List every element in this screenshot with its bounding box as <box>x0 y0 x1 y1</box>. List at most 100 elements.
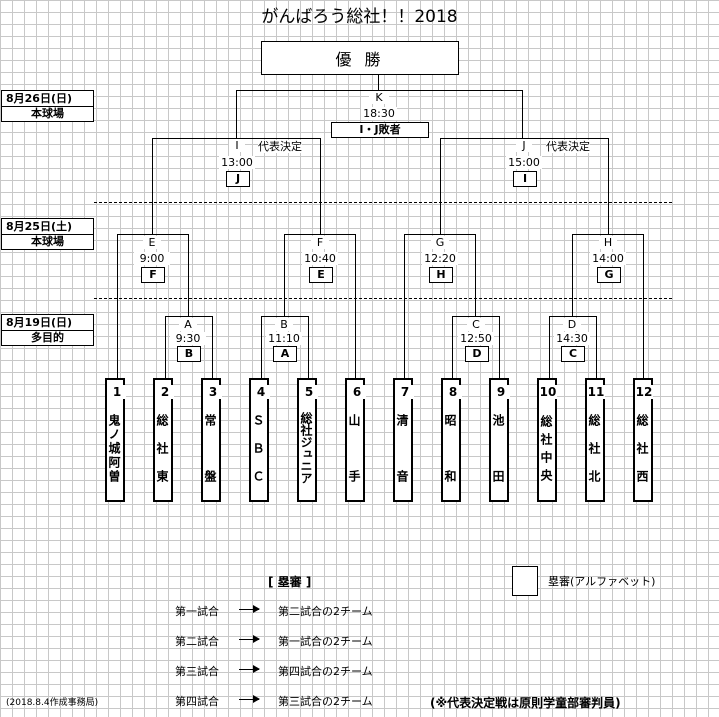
arrow-icon <box>239 635 260 643</box>
bracket-line <box>608 138 609 234</box>
rule-row: 第二試合 第一試合の2チーム <box>175 633 435 648</box>
bracket-line <box>404 234 405 378</box>
game-d-time: 14:30 <box>554 332 590 345</box>
bracket-line <box>212 316 213 378</box>
bracket-line <box>549 316 597 317</box>
rule-to: 第一試合の2チーム <box>278 635 373 648</box>
rule-row: 第三試合 第四試合の2チーム <box>175 663 435 678</box>
bracket-line <box>572 234 644 235</box>
bracket-line <box>355 234 356 378</box>
team-number: 6 <box>348 385 366 399</box>
game-e-id: E <box>143 236 161 249</box>
team-name: 常 盤 <box>201 378 221 502</box>
game-j-representative: 代表決定 <box>546 140 590 153</box>
game-d-id: D <box>563 318 581 331</box>
team-12: 12 総 社 西 <box>633 378 653 502</box>
team-name: 鬼ノ城阿曽 <box>105 378 125 502</box>
bracket-line <box>572 234 573 316</box>
game-b-id: B <box>275 318 293 331</box>
game-k-time: 18:30 <box>361 107 397 120</box>
rule-from: 第一試合 <box>175 605 219 618</box>
team-number: 2 <box>156 385 174 399</box>
game-a-referee: B <box>177 346 201 362</box>
team-3: 3 常 盤 <box>201 378 222 502</box>
game-k-referee: I・J敗者 <box>331 122 429 138</box>
rule-to: 第四試合の2チーム <box>278 665 373 678</box>
game-g-referee: H <box>429 267 453 283</box>
separator-line <box>94 202 672 203</box>
game-h-id: H <box>599 236 617 249</box>
game-i-referee: J <box>226 171 250 187</box>
bracket-line <box>308 316 309 378</box>
date-box-final: 8月26日(日) 本球場 <box>1 90 94 122</box>
arrow-icon <box>239 695 260 703</box>
tournament-title: がんばろう総社！！2018 <box>261 7 458 27</box>
game-g-time: 12:20 <box>422 252 458 265</box>
bracket-line <box>404 234 476 235</box>
game-a-time: 9:30 <box>170 332 206 345</box>
footer-note: (※代表決定戦は原則学童部審判員) <box>430 696 621 710</box>
team-number: 11 <box>587 385 605 399</box>
game-e-time: 9:00 <box>134 252 170 265</box>
bracket-line <box>261 316 309 317</box>
bracket-line <box>117 234 118 378</box>
rule-to: 第二試合の2チーム <box>278 605 373 618</box>
venue-label: 本球場 <box>31 235 64 248</box>
team-5: 5 総社ジュニア <box>297 378 318 502</box>
team-number: 3 <box>204 385 222 399</box>
bracket-line <box>165 316 213 317</box>
game-b-referee: A <box>273 346 297 362</box>
team-name: 池 田 <box>489 378 509 502</box>
bracket-line <box>643 234 644 378</box>
team-number: 4 <box>252 385 270 399</box>
bracket-line <box>475 234 476 316</box>
team-10: 10 総社中央 <box>537 378 557 502</box>
team-number: 7 <box>396 385 414 399</box>
footer-created: (2018.8.4作成事務局) <box>6 698 99 708</box>
legend-referee-label: 塁審(アルファベット) <box>548 575 656 588</box>
bracket-line <box>152 138 153 234</box>
team-1: 1 鬼ノ城阿曽 <box>105 378 126 502</box>
bracket-line <box>152 138 321 139</box>
game-k-id: K <box>369 91 389 104</box>
bracket-line <box>378 74 379 90</box>
bracket-line <box>440 138 441 234</box>
venue-label: 本球場 <box>31 107 64 120</box>
game-a-id: A <box>179 318 197 331</box>
game-f-referee: E <box>309 267 333 283</box>
arrow-icon <box>239 605 260 613</box>
game-j-referee: I <box>513 171 537 187</box>
bracket-line <box>320 138 321 234</box>
rule-row: 第一試合 第二試合の2チーム <box>175 603 435 618</box>
team-4: 4 Ｓ Ｂ Ｃ <box>249 378 270 502</box>
bracket-line <box>165 316 166 378</box>
game-e-referee: F <box>141 267 165 283</box>
game-f-id: F <box>311 236 329 249</box>
team-name: 総社中央 <box>537 378 557 502</box>
team-number: 5 <box>300 385 318 399</box>
game-d-referee: C <box>561 346 585 362</box>
date-label: 8月26日(日) <box>2 91 93 107</box>
team-2: 2 総 社 東 <box>153 378 174 502</box>
game-c-id: C <box>467 318 485 331</box>
bracket-line <box>284 234 285 316</box>
game-c-time: 12:50 <box>458 332 494 345</box>
bracket-line <box>284 234 356 235</box>
game-c-referee: D <box>465 346 489 362</box>
date-box-round1: 8月19日(日) 多目的 <box>1 314 94 346</box>
bracket-line <box>188 234 189 316</box>
team-name: 総社ジュニア <box>297 378 317 502</box>
bracket-line <box>440 138 609 139</box>
game-f-time: 10:40 <box>302 252 338 265</box>
bracket-line <box>117 234 189 235</box>
team-name: 昭 和 <box>441 378 461 502</box>
champion-box: 優 勝 <box>261 41 459 75</box>
date-label: 8月19日(日) <box>2 315 93 331</box>
bracket-line <box>236 90 523 91</box>
team-name: 山 手 <box>345 378 365 502</box>
team-name: 清 音 <box>393 378 413 502</box>
game-i-id: I <box>229 139 245 152</box>
rule-to: 第三試合の2チーム <box>278 695 373 708</box>
bracket-line <box>236 90 237 138</box>
team-number: 9 <box>492 385 510 399</box>
